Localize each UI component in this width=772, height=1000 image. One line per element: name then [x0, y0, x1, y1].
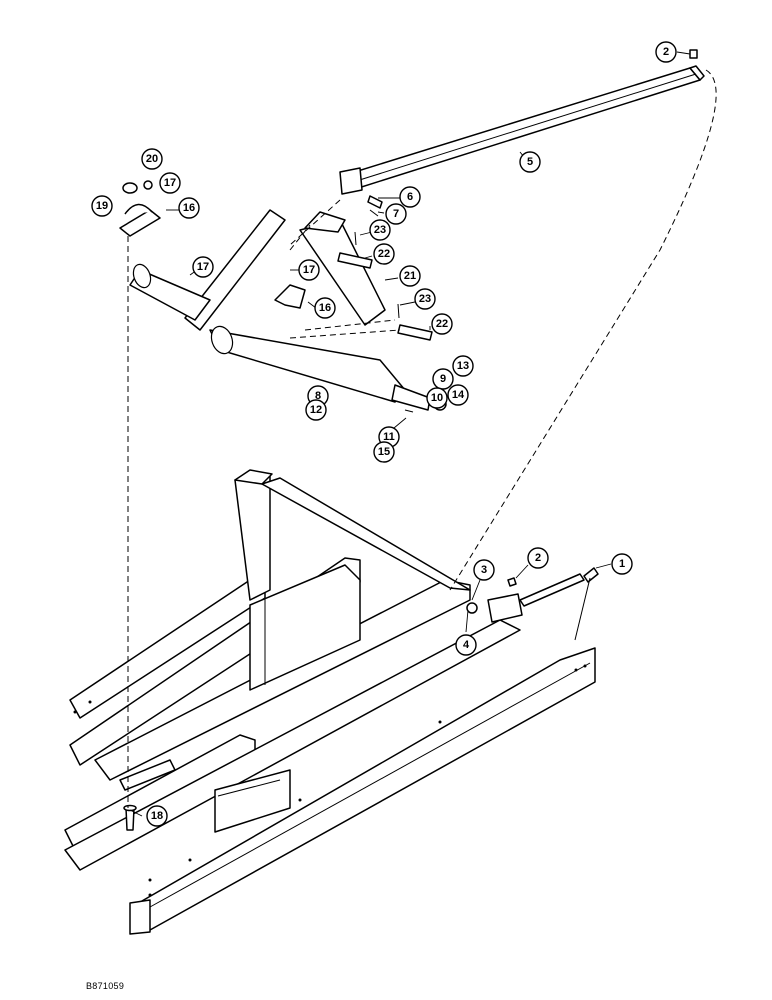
- callout-18: 18: [146, 805, 168, 827]
- svg-text:2: 2: [535, 552, 541, 564]
- callout-2-lower: 2: [527, 547, 549, 569]
- callout-7: 7: [385, 203, 407, 225]
- svg-text:17: 17: [164, 177, 176, 189]
- callout-13: 13: [452, 355, 474, 377]
- svg-text:22: 22: [378, 248, 390, 260]
- svg-text:5: 5: [527, 156, 533, 168]
- callout-15: 15: [373, 441, 395, 463]
- callout-12: 12: [305, 399, 327, 421]
- svg-text:16: 16: [183, 202, 195, 214]
- svg-text:1: 1: [619, 558, 625, 570]
- svg-text:8: 8: [315, 390, 321, 402]
- svg-text:14: 14: [452, 389, 465, 401]
- callout-16-lower: 16: [314, 297, 336, 319]
- boom-arm: [339, 65, 705, 195]
- callout-2-upper: 2: [655, 41, 677, 63]
- svg-text:16: 16: [319, 302, 331, 314]
- assembly-paths: [127, 69, 717, 808]
- callout-23-upper: 23: [369, 219, 391, 241]
- svg-text:3: 3: [481, 564, 487, 576]
- callout-17-mast: 17: [192, 256, 214, 278]
- callout-10: 10: [426, 387, 448, 409]
- leader-lines: [129, 51, 691, 817]
- svg-text:10: 10: [431, 392, 443, 404]
- callout-22-upper: 22: [373, 243, 395, 265]
- svg-text:15: 15: [378, 446, 390, 458]
- callout-1: 1: [611, 553, 633, 575]
- callout-3: 3: [473, 559, 495, 581]
- svg-text:22: 22: [436, 318, 448, 330]
- callout-23-lower: 23: [414, 288, 436, 310]
- main-frame: [64, 469, 596, 935]
- svg-text:11: 11: [383, 431, 395, 443]
- mast-assembly: [129, 209, 447, 411]
- svg-text:19: 19: [96, 200, 108, 212]
- svg-text:9: 9: [440, 373, 446, 385]
- svg-text:23: 23: [374, 224, 386, 236]
- svg-text:2: 2: [663, 46, 669, 58]
- callout-17-bracket: 17: [298, 259, 320, 281]
- callout-5: 5: [519, 151, 541, 173]
- svg-text:4: 4: [463, 639, 470, 651]
- callout-6: 6: [399, 186, 421, 208]
- callout-20: 20: [141, 148, 163, 170]
- callout-21: 21: [399, 265, 421, 287]
- svg-text:13: 13: [457, 360, 469, 372]
- callout-4: 4: [455, 634, 477, 656]
- svg-text:17: 17: [303, 264, 315, 276]
- svg-text:6: 6: [407, 191, 413, 203]
- svg-text:20: 20: [146, 153, 158, 165]
- svg-text:7: 7: [393, 208, 399, 220]
- svg-text:17: 17: [197, 261, 209, 273]
- callout-17-top: 17: [159, 172, 181, 194]
- drawing-code: B871059: [86, 981, 125, 991]
- svg-text:18: 18: [151, 810, 163, 822]
- callout-9: 9: [432, 368, 454, 390]
- callout-14: 14: [447, 384, 469, 406]
- svg-text:23: 23: [419, 293, 431, 305]
- hardware: [119, 49, 698, 831]
- callout-16-upper: 16: [178, 197, 200, 219]
- callout-19: 19: [91, 195, 113, 217]
- callout-22-lower: 22: [431, 313, 453, 335]
- svg-text:12: 12: [310, 404, 322, 416]
- svg-text:21: 21: [404, 270, 416, 282]
